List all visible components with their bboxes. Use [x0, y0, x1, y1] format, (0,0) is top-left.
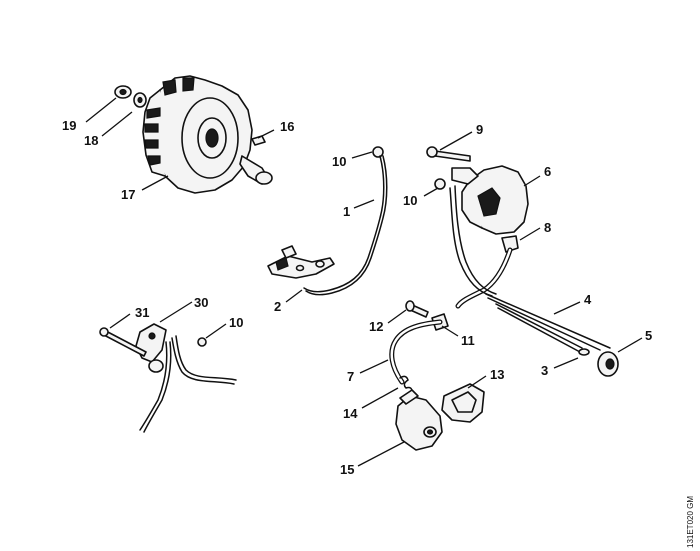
ignition-module-6 [451, 165, 529, 235]
spring-14 [399, 375, 413, 393]
ignition-lead-8 [449, 185, 519, 309]
cap-13 [441, 383, 485, 423]
wire-7 [389, 319, 443, 385]
callout-16: 16 [280, 119, 294, 134]
callout-9: 9 [476, 122, 483, 137]
screw-9 [426, 146, 471, 162]
callout-10b: 10 [403, 193, 417, 208]
sleeve [148, 359, 164, 373]
drawing-code: 131ET020 GM [686, 496, 695, 548]
nut-19 [114, 85, 132, 99]
callout-4: 4 [584, 292, 592, 307]
screw-31 [99, 327, 147, 357]
washer-18 [133, 92, 147, 108]
callout-17: 17 [121, 187, 135, 202]
callout-12: 12 [369, 319, 383, 334]
bracket-30 [135, 323, 167, 363]
callout-6: 6 [544, 164, 551, 179]
callout-19: 19 [62, 118, 76, 133]
grommet-5 [597, 351, 619, 377]
spark-plug-boot-15 [395, 389, 443, 451]
leader-lines [85, 97, 643, 467]
callout-10a: 10 [332, 154, 346, 169]
flywheel [142, 75, 273, 194]
callout-14: 14 [343, 406, 358, 421]
callouts: 19 18 16 17 10 1 2 9 10 6 8 4 5 3 12 11 … [62, 118, 652, 477]
callout-1: 1 [343, 204, 350, 219]
ground-wire-1 [303, 146, 388, 296]
callout-18: 18 [84, 133, 98, 148]
screw-10b [434, 178, 446, 190]
callout-8: 8 [544, 220, 551, 235]
callout-5: 5 [645, 328, 652, 343]
callout-30: 30 [194, 295, 208, 310]
screw-10c [197, 337, 207, 347]
callout-31: 31 [135, 305, 149, 320]
callout-3: 3 [541, 363, 548, 378]
contact-2 [267, 245, 335, 279]
callout-15: 15 [340, 462, 354, 477]
callout-2: 2 [274, 299, 281, 314]
callout-7: 7 [347, 369, 354, 384]
wire-4 [485, 293, 611, 351]
callout-13: 13 [490, 367, 504, 382]
wire-3 [495, 303, 590, 356]
screw-12 [405, 300, 429, 318]
callout-11: 11 [461, 333, 475, 348]
callout-10c: 10 [229, 315, 243, 330]
wires-left [139, 335, 237, 433]
